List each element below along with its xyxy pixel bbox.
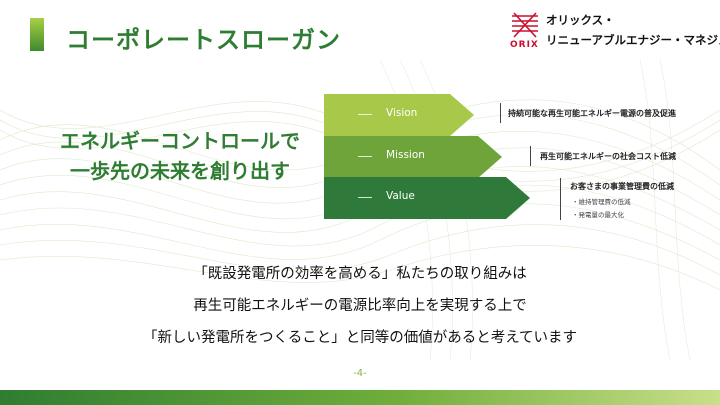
- mission-description: 再生可能エネルギーの社会コスト低減: [540, 152, 676, 161]
- body-line-2: 再生可能エネルギーの電源比率向上を実現する上で: [193, 298, 527, 314]
- title-accent-bar: [30, 18, 44, 51]
- vision-description: 持続可能な再生可能エネルギー電源の普及促進: [508, 109, 676, 118]
- value-label: Value: [386, 190, 415, 202]
- mission-divider: [530, 146, 531, 166]
- value-description: お客さまの事業管理費の低減: [570, 182, 674, 191]
- page-title: コーポレートスローガン: [66, 26, 341, 54]
- value-arrow-fill: [324, 177, 530, 219]
- mission-arrow: Mission: [324, 136, 502, 178]
- body-line-1: 「既設発電所の効率を高める」私たちの取り組みは: [193, 266, 527, 282]
- vision-arrow: Vision: [324, 94, 474, 136]
- vision-arrow-shape: [324, 94, 474, 136]
- mission-dash: [358, 156, 372, 157]
- body-line-3: 「新しい発電所をつくること」と同等の価値があると考えています: [143, 330, 577, 346]
- slogan-headline: エネルギーコントロールで 一歩先の未来を創り出す: [50, 126, 310, 186]
- vision-divider: [500, 103, 501, 123]
- vision-arrow-fill: [324, 94, 474, 136]
- value-arrow-shape: [324, 177, 530, 219]
- slogan-line-1: エネルギーコントロールで: [60, 129, 300, 153]
- logo-brand: ORIX: [510, 40, 539, 50]
- mission-label: Mission: [386, 149, 425, 161]
- value-sub-item: ・維持管理費の低減: [572, 198, 631, 206]
- value-divider: [560, 178, 561, 220]
- orix-logo-icon: [512, 12, 538, 38]
- mission-arrow-fill: [324, 136, 502, 178]
- logo-company-line1: オリックス・: [546, 13, 615, 27]
- vision-label: Vision: [386, 107, 418, 119]
- value-sub-item: ・発電量の最大化: [572, 211, 624, 219]
- footer-gradient-bar: [0, 390, 720, 405]
- vision-dash: [358, 114, 372, 115]
- company-logo: ORIX オリックス・ リニューアブルエナジー・マネジメント: [510, 10, 720, 50]
- page-number: -4-: [353, 368, 367, 379]
- slogan-line-2: 一歩先の未来を創り出す: [70, 159, 290, 183]
- value-dash: [358, 197, 372, 198]
- value-arrow: Value: [324, 177, 530, 219]
- logo-company-line2: リニューアブルエナジー・マネジメント: [546, 33, 720, 47]
- mission-arrow-shape: [324, 136, 502, 178]
